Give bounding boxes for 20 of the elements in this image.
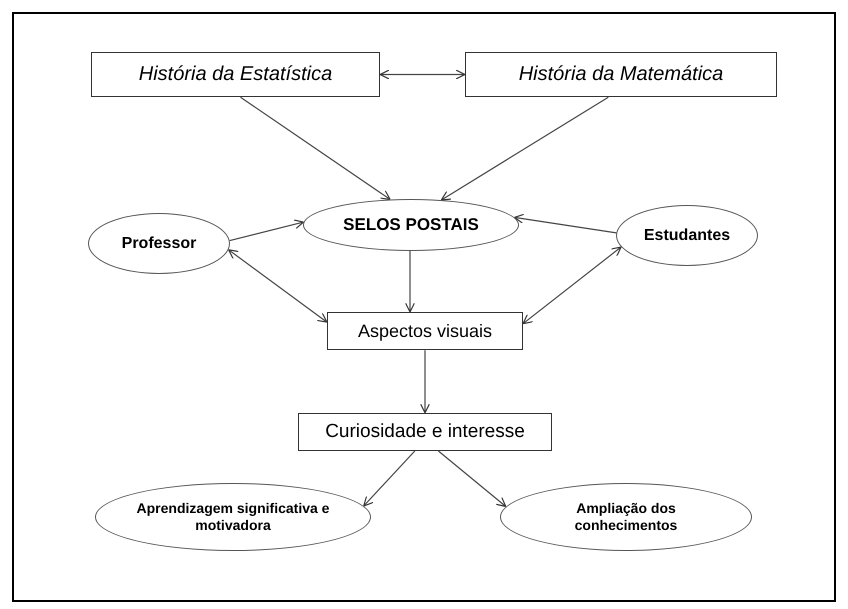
- arrow: [380, 69, 466, 80]
- arrow: [240, 96, 391, 200]
- arrow: [228, 249, 328, 323]
- ellipse-node: Ampliação dos conhecimentos: [500, 483, 752, 551]
- ellipse-node: Aprendizagem significativa e motivadora: [95, 483, 371, 551]
- process-box: História da Matemática: [465, 52, 777, 97]
- process-box: História da Estatística: [91, 52, 380, 97]
- ellipse-node: SELOS POSTAIS: [303, 199, 519, 251]
- arrow: [522, 246, 622, 324]
- arrow: [363, 450, 416, 507]
- arrow: [438, 450, 506, 508]
- arrow: [404, 251, 416, 313]
- process-box: Aspectos visuais: [327, 312, 523, 350]
- arrow: [420, 350, 430, 414]
- arrow: [230, 219, 304, 242]
- ellipse-node: Professor: [88, 213, 230, 274]
- process-box: Curiosidade e interesse: [298, 413, 552, 451]
- arrow: [440, 96, 609, 201]
- arrow: [514, 214, 616, 234]
- ellipse-node: Estudantes: [616, 205, 758, 266]
